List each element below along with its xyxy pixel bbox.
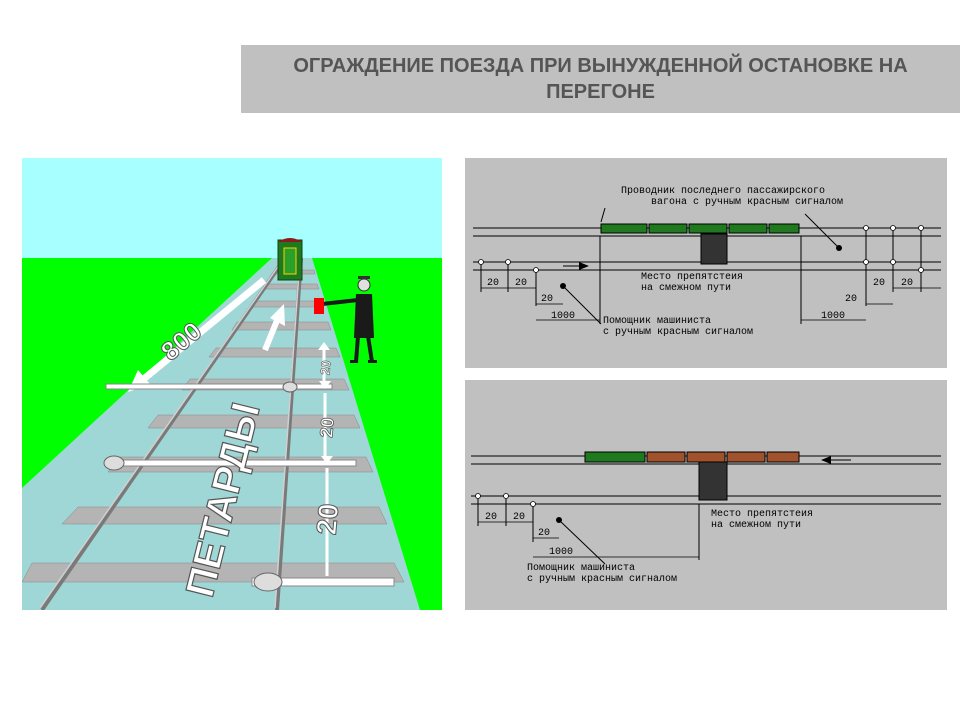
dim-right-20-c: 20	[901, 278, 913, 289]
assistant-label-line1: Помощник машиниста	[603, 316, 711, 327]
diagram-freight-svg: Место препятстеия на смежном пути Помощн…	[471, 451, 941, 585]
freight-train	[584, 451, 800, 463]
distance-20-a: 20	[317, 360, 333, 376]
red-flag	[314, 298, 324, 314]
assistant-label-line1: Помощник машиниста	[527, 563, 635, 574]
dim-left-20-b: 20	[513, 512, 525, 523]
obstacle-label-line1: Место препятстеия	[641, 272, 743, 283]
direction-arrow	[563, 262, 589, 270]
assistant-position	[560, 283, 566, 289]
direction-arrow	[821, 456, 851, 464]
diagram-passenger: Проводник последнего пассажирского вагон…	[465, 158, 947, 368]
sky	[22, 158, 442, 258]
dim-left-20-c: 20	[541, 294, 553, 305]
dim-left-20-a: 20	[487, 278, 499, 289]
dim-left-20-b: 20	[515, 278, 527, 289]
rails	[40, 256, 303, 610]
obstacle-label-line2: на смежном пути	[641, 283, 731, 294]
passenger-train	[600, 223, 800, 234]
obstacle-marker	[698, 461, 728, 501]
conductor-label-line1: Проводник последнего пассажирского	[621, 186, 825, 197]
diagram-freight: Место препятстеия на смежном пути Помощн…	[465, 380, 947, 610]
track-illustration: 800 20 20 20 ПЕТАРДЫ	[22, 158, 442, 610]
dim-right-20-b: 20	[873, 278, 885, 289]
car-rear	[277, 238, 303, 281]
obstacle-marker	[700, 233, 728, 265]
dim-right-1000: 1000	[821, 311, 845, 322]
distance-20-b: 20	[316, 417, 338, 439]
dim-left-20-c: 20	[538, 528, 550, 539]
petard-bars	[103, 381, 395, 592]
assistant-label-line2: с ручным красным сигналом	[527, 574, 677, 585]
dim-left-20-a: 20	[485, 512, 497, 523]
conductor-position	[836, 245, 842, 251]
illustration-panel: 800 20 20 20 ПЕТАРДЫ	[22, 158, 442, 610]
conductor-label-line2: вагона с ручным красным сигналом	[651, 197, 843, 208]
dim-left-1000: 1000	[551, 311, 575, 322]
page-title: ОГРАЖДЕНИЕ ПОЕЗДА ПРИ ВЫНУЖДЕННОЙ ОСТАНО…	[293, 55, 908, 103]
dim-left-1000: 1000	[549, 547, 573, 558]
obstacle-label-line1: Место препятстеия	[711, 509, 813, 520]
assistant-label-line2: с ручным красным сигналом	[603, 327, 753, 338]
dim-right-20-a: 20	[845, 294, 857, 305]
obstacle-label-line2: на смежном пути	[711, 520, 801, 531]
assistant-position	[556, 517, 562, 523]
arrow-up	[262, 304, 285, 352]
sleepers	[22, 269, 405, 583]
diagram-passenger-svg: Проводник последнего пассажирского вагон…	[473, 186, 941, 338]
title-bar: ОГРАЖДЕНИЕ ПОЕЗДА ПРИ ВЫНУЖДЕННОЙ ОСТАНО…	[241, 45, 960, 113]
distance-20-c: 20	[311, 502, 345, 536]
signalman-figure	[314, 276, 377, 363]
distance-markers	[322, 350, 329, 576]
